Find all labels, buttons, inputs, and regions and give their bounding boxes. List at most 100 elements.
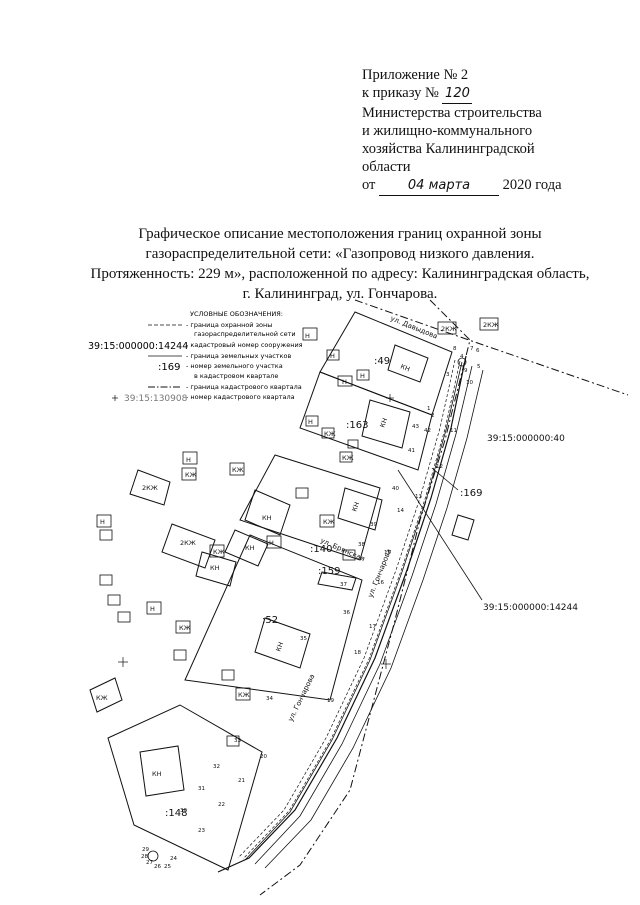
appendix-line: хозяйства Калининградской — [362, 141, 535, 157]
legend-text: в кадастровом квартале — [194, 372, 278, 380]
point-number: 20 — [260, 754, 267, 760]
point-number: 31 — [198, 786, 205, 792]
legend-code: :169 — [158, 362, 180, 373]
buildings — [89, 344, 475, 797]
house-marker: Н — [308, 418, 313, 426]
house-marker: Н — [100, 518, 105, 526]
parcel-140 — [239, 454, 381, 561]
house-marker: КН — [399, 362, 411, 373]
house-marker: КЖ — [324, 430, 336, 438]
title-line: Протяженность: 229 м», расположенной по … — [90, 266, 590, 282]
point-number: 43 — [412, 424, 419, 430]
point-number: 13 — [415, 494, 422, 500]
protection-zone — [237, 359, 461, 860]
legend: УСЛОВНЫЕ ОБОЗНАЧЕНИЯ: - граница охранной… — [88, 310, 303, 404]
parcel-label: :140 — [310, 544, 332, 555]
point-number: 42 — [424, 428, 431, 434]
appendix-date-line: от 04 марта 2020 года — [362, 176, 602, 196]
gas-pipeline — [217, 355, 467, 873]
house-marker: КН — [262, 514, 272, 522]
point-number: 36 — [343, 610, 350, 616]
appendix-line: области — [362, 159, 411, 175]
point-number: 26 — [154, 864, 161, 870]
point-number: 30 — [180, 808, 187, 814]
legend-code: 39:15:130908 — [124, 394, 188, 404]
parcels — [107, 311, 453, 871]
point-number: 10 — [466, 380, 473, 386]
point-number: 8 — [453, 346, 457, 352]
house-marker: КЖ — [342, 454, 354, 462]
house-marker: Н — [342, 378, 347, 386]
house-marker: КН — [245, 544, 255, 552]
point-number: 22 — [218, 802, 225, 808]
legend-text: - граница кадастрового квартала — [186, 383, 302, 391]
house-markers: Н Н Н КН КН КН КН КН КН КН КН 2КЖ 2КЖ 2К… — [96, 321, 499, 778]
point-number: 19 — [327, 698, 334, 704]
point-number: 32 — [213, 764, 220, 770]
parcel-label: :52 — [262, 615, 278, 626]
legend-text: - кадастровый номер сооружения — [186, 341, 303, 349]
point-number: 34 — [266, 696, 273, 702]
legend-text: - номер земельного участка — [186, 362, 283, 370]
date-prefix: от — [362, 177, 376, 193]
legend-text: - граница охранной зоны — [186, 321, 272, 329]
point-number: 24 — [170, 856, 177, 862]
point-number: 1 — [427, 406, 431, 412]
legend-code: 39:15:000000:14244 — [88, 341, 188, 352]
point-number: 17 — [369, 624, 376, 630]
appendix-line: и жилищно-коммунального — [362, 123, 533, 139]
point-number: 35 — [300, 636, 307, 642]
point-number: 7 — [470, 346, 474, 352]
point-number: 40 — [392, 486, 399, 492]
point-number: 14 — [397, 508, 404, 514]
outbuildings — [96, 317, 499, 747]
point-number: 29 — [142, 847, 149, 853]
house-marker: Н — [360, 372, 365, 380]
house-marker: КЖ — [213, 548, 225, 556]
point-number: 2 — [431, 413, 435, 419]
house-marker: КН — [350, 501, 361, 513]
point-number: 39 — [370, 522, 377, 528]
parcel-159 — [317, 571, 357, 591]
street-goncharova — [244, 361, 484, 869]
parcel-label: :49 — [374, 356, 390, 367]
point-number: 28 — [141, 854, 148, 860]
point-number: 15 — [384, 550, 391, 556]
house-marker: КЖ — [232, 466, 244, 474]
point-number: 12 — [436, 464, 443, 470]
point-number: 25 — [164, 864, 171, 870]
point-number: 9 — [464, 368, 468, 374]
point-number: 3 — [446, 372, 450, 378]
parcel-148 — [107, 704, 263, 871]
point-number: 11 — [450, 428, 457, 434]
point-number: 33 — [234, 738, 241, 744]
quarter-boundary — [259, 299, 629, 896]
point-number: 5 — [477, 364, 481, 370]
house-marker: КН — [274, 641, 285, 653]
point-number: 38 — [358, 542, 365, 548]
quarter-number: 39:15:000000:40 — [487, 434, 565, 444]
house-marker: КЖ — [238, 691, 250, 699]
structure-number: 39:15:000000:14244 — [483, 603, 578, 613]
point-number: 37 — [340, 582, 347, 588]
parcel-label: :159 — [318, 566, 340, 577]
legend-text: газораспределительной сети — [194, 330, 296, 338]
house-marker: 2КЖ — [441, 325, 457, 333]
point-number: 23 — [198, 828, 205, 834]
house-marker: КЖ — [96, 694, 108, 702]
title-line: г. Калининград, ул. Гончарова. — [242, 286, 438, 302]
point-number: 18 — [354, 650, 361, 656]
parcel-label: :148 — [165, 808, 187, 819]
end-circles — [147, 357, 467, 862]
house-marker: 2КЖ — [180, 539, 196, 547]
appendix-line: Министерства строительства — [362, 105, 542, 121]
date-handwritten: 04 марта — [379, 177, 500, 196]
point-number: 6 — [476, 348, 480, 354]
point-number: 41 — [408, 448, 415, 454]
order-number: 120 — [442, 85, 473, 104]
date-suffix: 2020 года — [502, 177, 562, 193]
title-line: Графическое описание местоположения гран… — [138, 226, 542, 242]
grid-crosses — [112, 394, 394, 669]
parcel-163 — [299, 371, 433, 471]
house-marker: Н — [150, 605, 155, 613]
